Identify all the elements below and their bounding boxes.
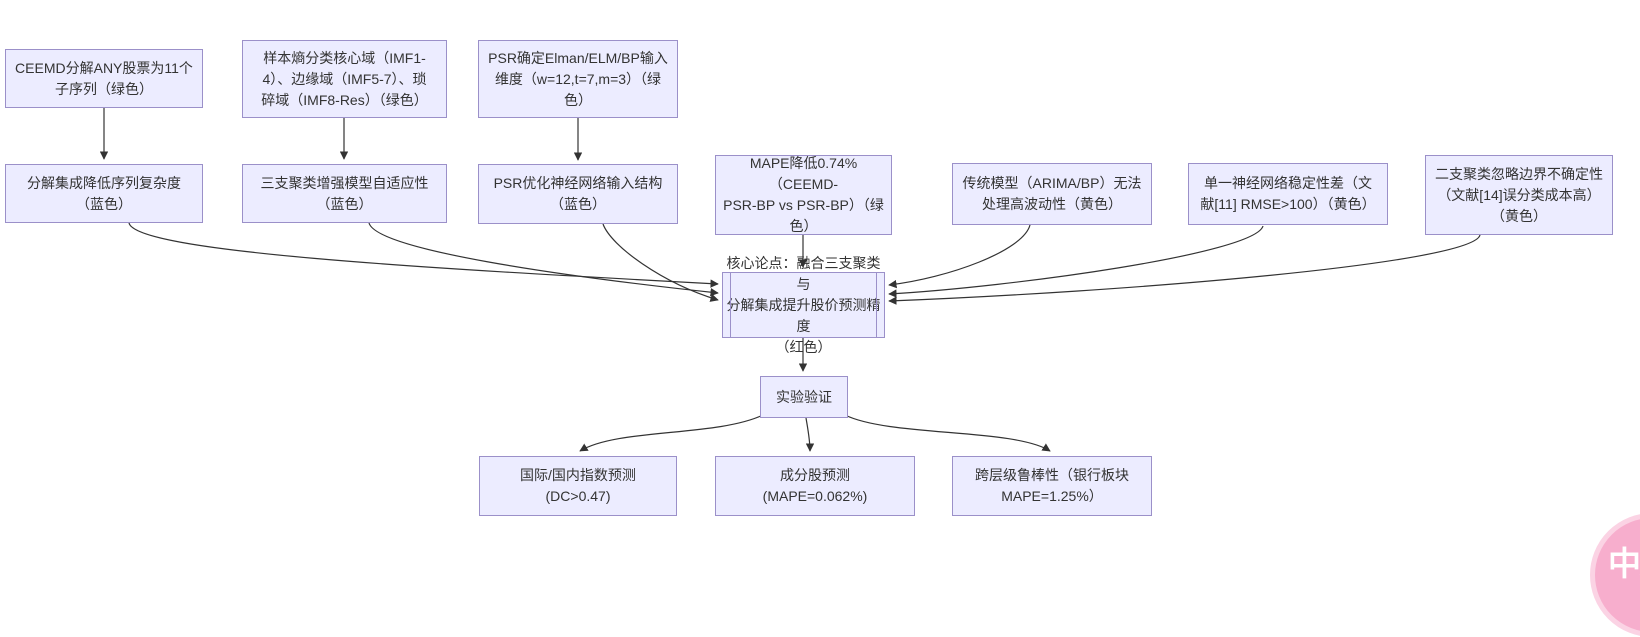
node-label-line: 成分股预测: [780, 467, 850, 483]
node-psr-optimize-structure: PSR优化神经网络输入结构 （蓝色）: [478, 164, 678, 224]
edge-experiment-validation-to-constituent-prediction: [805, 417, 815, 452]
node-label: 单一神经网络稳定性差（文献[11] RMSE>100）（黄色）: [1189, 173, 1387, 215]
node-label-line: 实验验证: [776, 388, 832, 405]
node-label-line: （黄色）: [1491, 207, 1547, 224]
node-label-line: 跨层级鲁棒性（银行板块: [975, 467, 1129, 483]
node-label-line: 子序列（绿色）: [55, 80, 153, 97]
node-label-line: 处理高波动性（黄色）: [982, 196, 1122, 212]
node-single-nn-instability: 单一神经网络稳定性差（文献[11] RMSE>100）（黄色）: [1188, 163, 1388, 225]
edge-experiment-validation-to-index-prediction: [579, 414, 764, 452]
node-ceemd-decompose: CEEMD分解ANY股票为11个子序列（绿色）: [5, 49, 203, 108]
node-label-line: 分解集成提升股价预测精度: [726, 296, 881, 334]
node-traditional-model-limit: 传统模型（ARIMA/BP）无法处理高波动性（黄色）: [952, 163, 1152, 225]
node-label-line: CEEMD分解ANY股票为11个: [15, 59, 193, 76]
node-label-line: 传统模型（ARIMA/BP）无法: [962, 175, 1142, 191]
node-label-line: 维度（w=12,t=7,m=3）（绿: [494, 70, 662, 87]
translate-badge-label: 中A: [1608, 545, 1640, 582]
node-label-line: 4）、边缘域（IMF5-7）、琐: [262, 70, 427, 87]
node-label-line: 国际/国内指数预测: [520, 467, 636, 483]
node-three-way-adaptability: 三支聚类增强模型自适应性 （蓝色）: [242, 164, 447, 223]
node-label-line: 样本熵分类核心域（IMF1-: [263, 49, 426, 66]
node-sample-entropy-classify: 样本熵分类核心域（IMF1- 4）、边缘域（IMF5-7）、琐碎域（IMF8-Re…: [242, 40, 447, 118]
node-two-way-boundary: 二支聚类忽略边界不确定性 （文献[14]误分类成本高） （黄色）: [1425, 155, 1613, 235]
node-label: PSR确定Elman/ELM/BP输入维度（w=12,t=7,m=3）（绿色）: [479, 48, 677, 111]
node-label-line: 二支聚类忽略边界不确定性: [1435, 165, 1603, 182]
node-label: PSR优化神经网络输入结构 （蓝色）: [479, 173, 677, 215]
edge-experiment-validation-to-cross-level-robustness: [844, 414, 1051, 452]
node-label-line: 分解集成降低序列复杂度: [27, 174, 181, 191]
node-label-line: 色）: [564, 91, 592, 108]
node-label-line: (MAPE=0.062%): [762, 488, 868, 504]
node-label-line: （文献[14]误分类成本高）: [1437, 186, 1601, 203]
node-label: 传统模型（ARIMA/BP）无法处理高波动性（黄色）: [953, 173, 1151, 215]
node-label: 实验验证: [761, 387, 847, 408]
node-label: 核心论点：融合三支聚类与分解集成提升股价预测精度 （红色）: [723, 253, 884, 358]
edge-layer: [99, 108, 1481, 452]
node-label-line: MAPE降低0.74%（CEEMD-: [749, 155, 858, 192]
node-label: 国际/国内指数预测 (DC>0.47): [480, 465, 676, 507]
edge-decomp-reduce-complexity-to-core-thesis: [128, 222, 719, 288]
flowchart-canvas: CEEMD分解ANY股票为11个子序列（绿色） 样本熵分类核心域（IMF1- 4）、…: [5, 40, 1640, 637]
node-label-line: 单一神经网络稳定性差（文: [1204, 175, 1372, 191]
node-index-prediction: 国际/国内指数预测 (DC>0.47): [479, 456, 677, 516]
edges-group: [99, 108, 1481, 452]
node-label-line: PSR-BP vs PSR-BP）（绿: [723, 197, 884, 213]
node-label-line: 碎域（IMF8-Res）（绿色）: [261, 91, 428, 108]
edge-two-way-boundary-to-core-thesis: [888, 234, 1481, 305]
node-label-line: (DC>0.47): [545, 488, 611, 504]
node-label: MAPE降低0.74%（CEEMD- PSR-BP vs PSR-BP）（绿色）: [716, 153, 891, 237]
node-label-line: 核心论点：融合三支聚类与: [726, 254, 881, 292]
node-label-line: （蓝色）: [76, 195, 132, 212]
node-label-line: （蓝色）: [316, 195, 373, 212]
node-label: CEEMD分解ANY股票为11个子序列（绿色）: [6, 58, 202, 100]
node-psr-input-dim: PSR确定Elman/ELM/BP输入维度（w=12,t=7,m=3）（绿色）: [478, 40, 678, 118]
node-experiment-validation: 实验验证: [760, 376, 848, 418]
node-label-line: 色）: [789, 218, 818, 234]
node-label-line: MAPE=1.25%）: [1001, 488, 1103, 504]
node-label: 成分股预测 (MAPE=0.062%): [716, 465, 914, 507]
node-label-line: （红色）: [775, 338, 832, 355]
node-core-thesis: 核心论点：融合三支聚类与分解集成提升股价预测精度 （红色）: [722, 255, 885, 355]
node-decomp-reduce-complexity: 分解集成降低序列复杂度 （蓝色）: [5, 164, 203, 223]
node-label: 三支聚类增强模型自适应性 （蓝色）: [243, 173, 446, 215]
node-label-line: 三支聚类增强模型自适应性: [260, 174, 429, 191]
node-label: 跨层级鲁棒性（银行板块 MAPE=1.25%）: [953, 465, 1151, 507]
edge-three-way-adaptability-to-core-thesis: [368, 222, 719, 297]
edge-psr-optimize-structure-to-core-thesis: [602, 223, 719, 302]
node-label: 样本熵分类核心域（IMF1- 4）、边缘域（IMF5-7）、琐碎域（IMF8-Re…: [243, 48, 446, 111]
node-label-line: 献[11] RMSE>100）（黄色）: [1200, 196, 1376, 212]
node-label-line: （蓝色）: [550, 196, 606, 212]
node-label: 分解集成降低序列复杂度 （蓝色）: [6, 173, 202, 215]
node-label: 二支聚类忽略边界不确定性 （文献[14]误分类成本高） （黄色）: [1426, 164, 1612, 227]
node-constituent-prediction: 成分股预测 (MAPE=0.062%): [715, 456, 915, 516]
node-label-line: PSR优化神经网络输入结构: [493, 175, 663, 191]
node-label-line: PSR确定Elman/ELM/BP输入: [488, 49, 668, 66]
node-cross-level-robustness: 跨层级鲁棒性（银行板块 MAPE=1.25%）: [952, 456, 1152, 516]
edge-traditional-model-limit-to-core-thesis: [888, 224, 1031, 289]
node-mape-reduction: MAPE降低0.74%（CEEMD- PSR-BP vs PSR-BP）（绿色）: [715, 155, 892, 235]
edge-single-nn-instability-to-core-thesis: [888, 225, 1264, 298]
